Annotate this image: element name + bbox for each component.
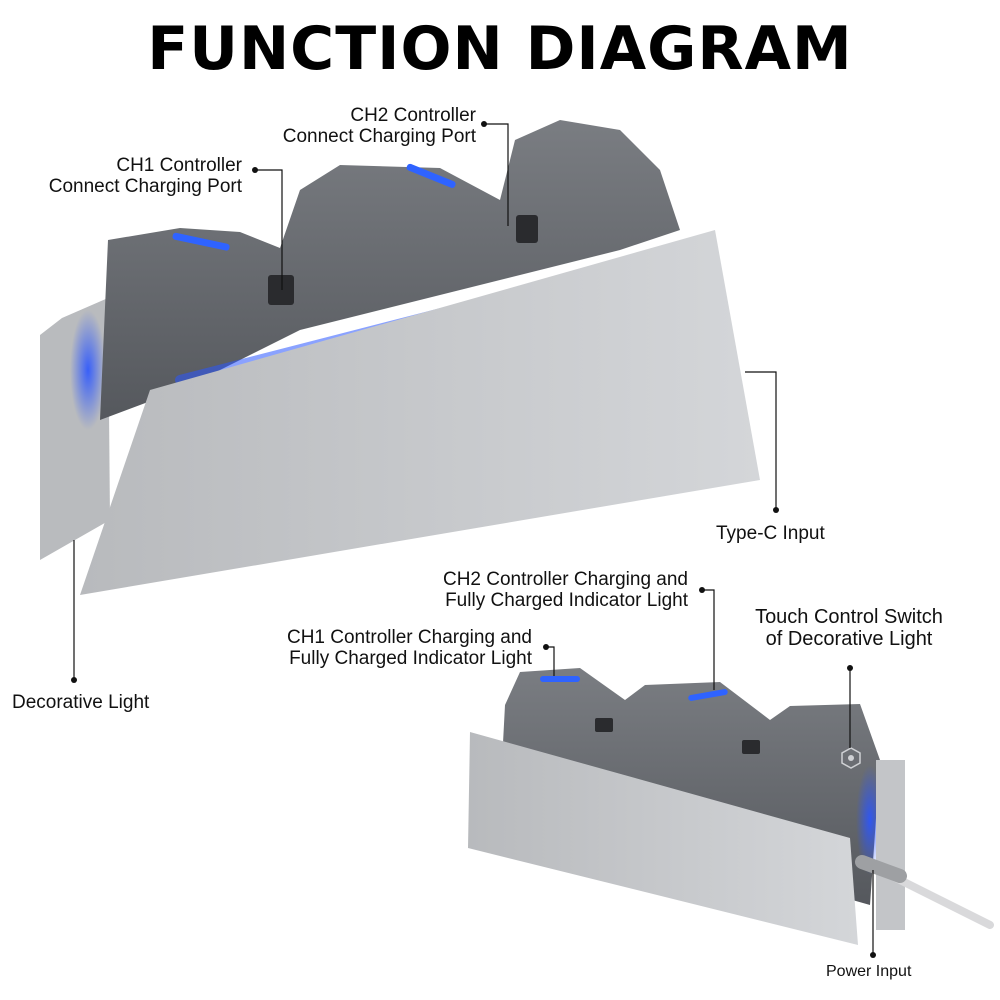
small-charging-dock <box>468 668 994 945</box>
decorative-light-glow <box>70 310 106 430</box>
small-front-panel <box>468 732 858 945</box>
leader-dots <box>71 121 876 958</box>
ch2-port-connector <box>516 215 538 243</box>
ch2-indicator-led <box>406 163 456 188</box>
type-c-input-label: Type-C Input <box>716 523 825 544</box>
power-input-label: Power Input <box>826 963 912 980</box>
front-panel <box>80 230 760 595</box>
touch-switch-icon <box>841 747 861 769</box>
small-ch2-led <box>688 689 728 701</box>
ch1-indicator-label: CH1 Controller Charging and Fully Charge… <box>286 627 532 669</box>
small-ch1-led <box>540 676 580 682</box>
decorative-light-label: Decorative Light <box>12 692 150 713</box>
ch1-indicator-led <box>172 232 230 251</box>
leader-lines <box>73 123 874 955</box>
touch-switch-label: Touch Control Switch of Decorative Light <box>755 606 943 650</box>
large-charging-dock <box>40 120 760 595</box>
ch2-indicator-label: CH2 Controller Charging and Fully Charge… <box>442 569 688 611</box>
ch1-port-connector <box>268 275 294 305</box>
page-title: FUNCTION DIAGRAM <box>147 14 853 84</box>
ch1-port-label: CH1 Controller Connect Charging Port <box>48 155 242 197</box>
ch2-port-label: CH2 Controller Connect Charging Port <box>282 105 476 147</box>
